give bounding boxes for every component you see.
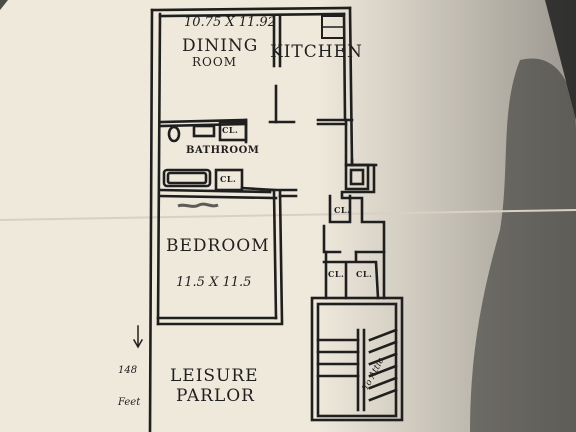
outer-wall-top (150, 6, 352, 12)
dining-room-dimensions: 10.75 X 11.92 (184, 15, 276, 30)
stairwell-inner (316, 302, 398, 418)
hall-closet-left (328, 194, 352, 224)
bedroom-dimensions: 11.5 X 11.5 (176, 275, 252, 290)
sink (192, 124, 216, 138)
bath-wall-top (158, 118, 248, 124)
bathroom-label: BATHROOM (186, 145, 260, 156)
closet-label-hall-2: CL. (328, 269, 345, 279)
bathtub-inner (166, 171, 208, 185)
hand-shadow (470, 58, 576, 432)
lower-closets (322, 250, 386, 300)
measure-arrowhead (132, 338, 144, 349)
chimney-box (344, 163, 370, 191)
outer-wall-left (148, 8, 154, 432)
bedroom-closet-box (214, 168, 244, 192)
scribble-mark (177, 202, 219, 208)
leisure-parlor-label: LEISURE (170, 366, 259, 386)
closet-label-bath: CL. (222, 125, 239, 135)
dining-room-label: DINING (182, 36, 259, 56)
stairwell (310, 296, 404, 422)
toilet (167, 125, 181, 143)
bedroom-wall-right-2 (278, 190, 284, 324)
outer-wall-left-inner (156, 12, 162, 326)
hall-closet-left-2 (322, 224, 342, 254)
outer-wall-top-inner (158, 12, 346, 18)
closet-label-hall-1: CL. (334, 205, 351, 215)
closet-label-bedroom: CL. (220, 174, 237, 184)
paper-fold (0, 209, 576, 221)
bedroom-wall-right (272, 190, 278, 320)
leisure-parlor-label-2: PARLOR (176, 386, 255, 406)
closet-wall-ext (240, 186, 276, 192)
kitchen-label: KITCHEN (270, 42, 363, 62)
side-note-unit: Feet (118, 397, 141, 408)
dining-room-label-2: ROOM (192, 55, 237, 69)
bedroom-wall-top (158, 194, 278, 200)
closet-label-hall-3: CL. (356, 269, 373, 279)
attic-stairs-diagonal (368, 328, 398, 402)
bathtub (162, 168, 212, 188)
outer-wall-right (348, 6, 354, 167)
bedroom-label: BEDROOM (166, 236, 270, 256)
side-note-number: 148 (118, 365, 138, 376)
chimney-inner (349, 168, 365, 186)
